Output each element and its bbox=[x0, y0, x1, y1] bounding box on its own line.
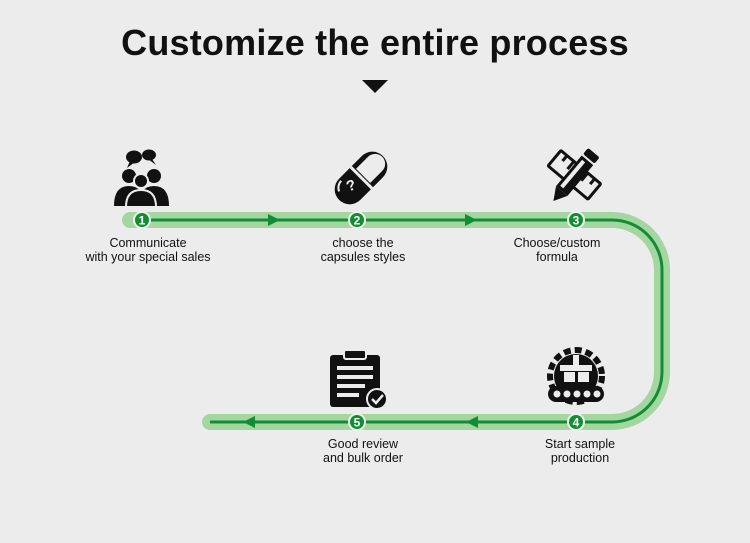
people-chat-icon bbox=[114, 149, 169, 208]
step-3-line2: formula bbox=[536, 250, 578, 264]
step-2-line2: capsules styles bbox=[320, 250, 406, 264]
step-1-marker: 1 bbox=[133, 211, 151, 229]
step-5-label: Good review and bulk order bbox=[273, 437, 453, 465]
step-1-line1: Communicate bbox=[109, 236, 187, 250]
track-line bbox=[140, 218, 664, 424]
svg-text:5: 5 bbox=[354, 416, 361, 430]
step-2-label: choose the capsules styles bbox=[273, 236, 453, 264]
step-1-line2: with your special sales bbox=[85, 250, 211, 264]
down-arrow-icon bbox=[362, 80, 388, 93]
step-5-line1: Good review bbox=[327, 437, 399, 451]
arrow-left-1 bbox=[466, 416, 478, 428]
step-4-marker: 4 bbox=[567, 413, 585, 431]
arrow-left-2 bbox=[243, 416, 255, 428]
step-2-marker: 2 bbox=[348, 211, 366, 229]
step-3-line1: Choose/custom bbox=[513, 236, 601, 250]
step-5-line2: and bulk order bbox=[323, 451, 403, 465]
svg-text:3: 3 bbox=[573, 214, 580, 228]
production-gear-icon bbox=[547, 347, 605, 405]
capsule-question-icon: ? bbox=[334, 151, 388, 205]
step-1-label: Communicate with your special sales bbox=[58, 236, 238, 264]
svg-text:4: 4 bbox=[573, 416, 580, 430]
step-4-label: Start sample production bbox=[490, 437, 670, 465]
step-3-label: Choose/custom formula bbox=[467, 236, 647, 264]
step-3-marker: 3 bbox=[567, 211, 585, 229]
svg-text:1: 1 bbox=[139, 214, 146, 228]
step-4-line1: Start sample bbox=[544, 437, 616, 451]
svg-text:2: 2 bbox=[354, 214, 361, 228]
step-4-line2: production bbox=[550, 451, 610, 465]
page-title: Customize the entire process bbox=[121, 22, 629, 63]
pencil-ruler-icon bbox=[546, 148, 602, 201]
arrow-right-2 bbox=[465, 214, 477, 226]
arrow-right-1 bbox=[268, 214, 280, 226]
step-5-marker: 5 bbox=[348, 413, 366, 431]
step-2-line1: choose the bbox=[332, 236, 394, 250]
clipboard-check-icon bbox=[330, 349, 388, 410]
